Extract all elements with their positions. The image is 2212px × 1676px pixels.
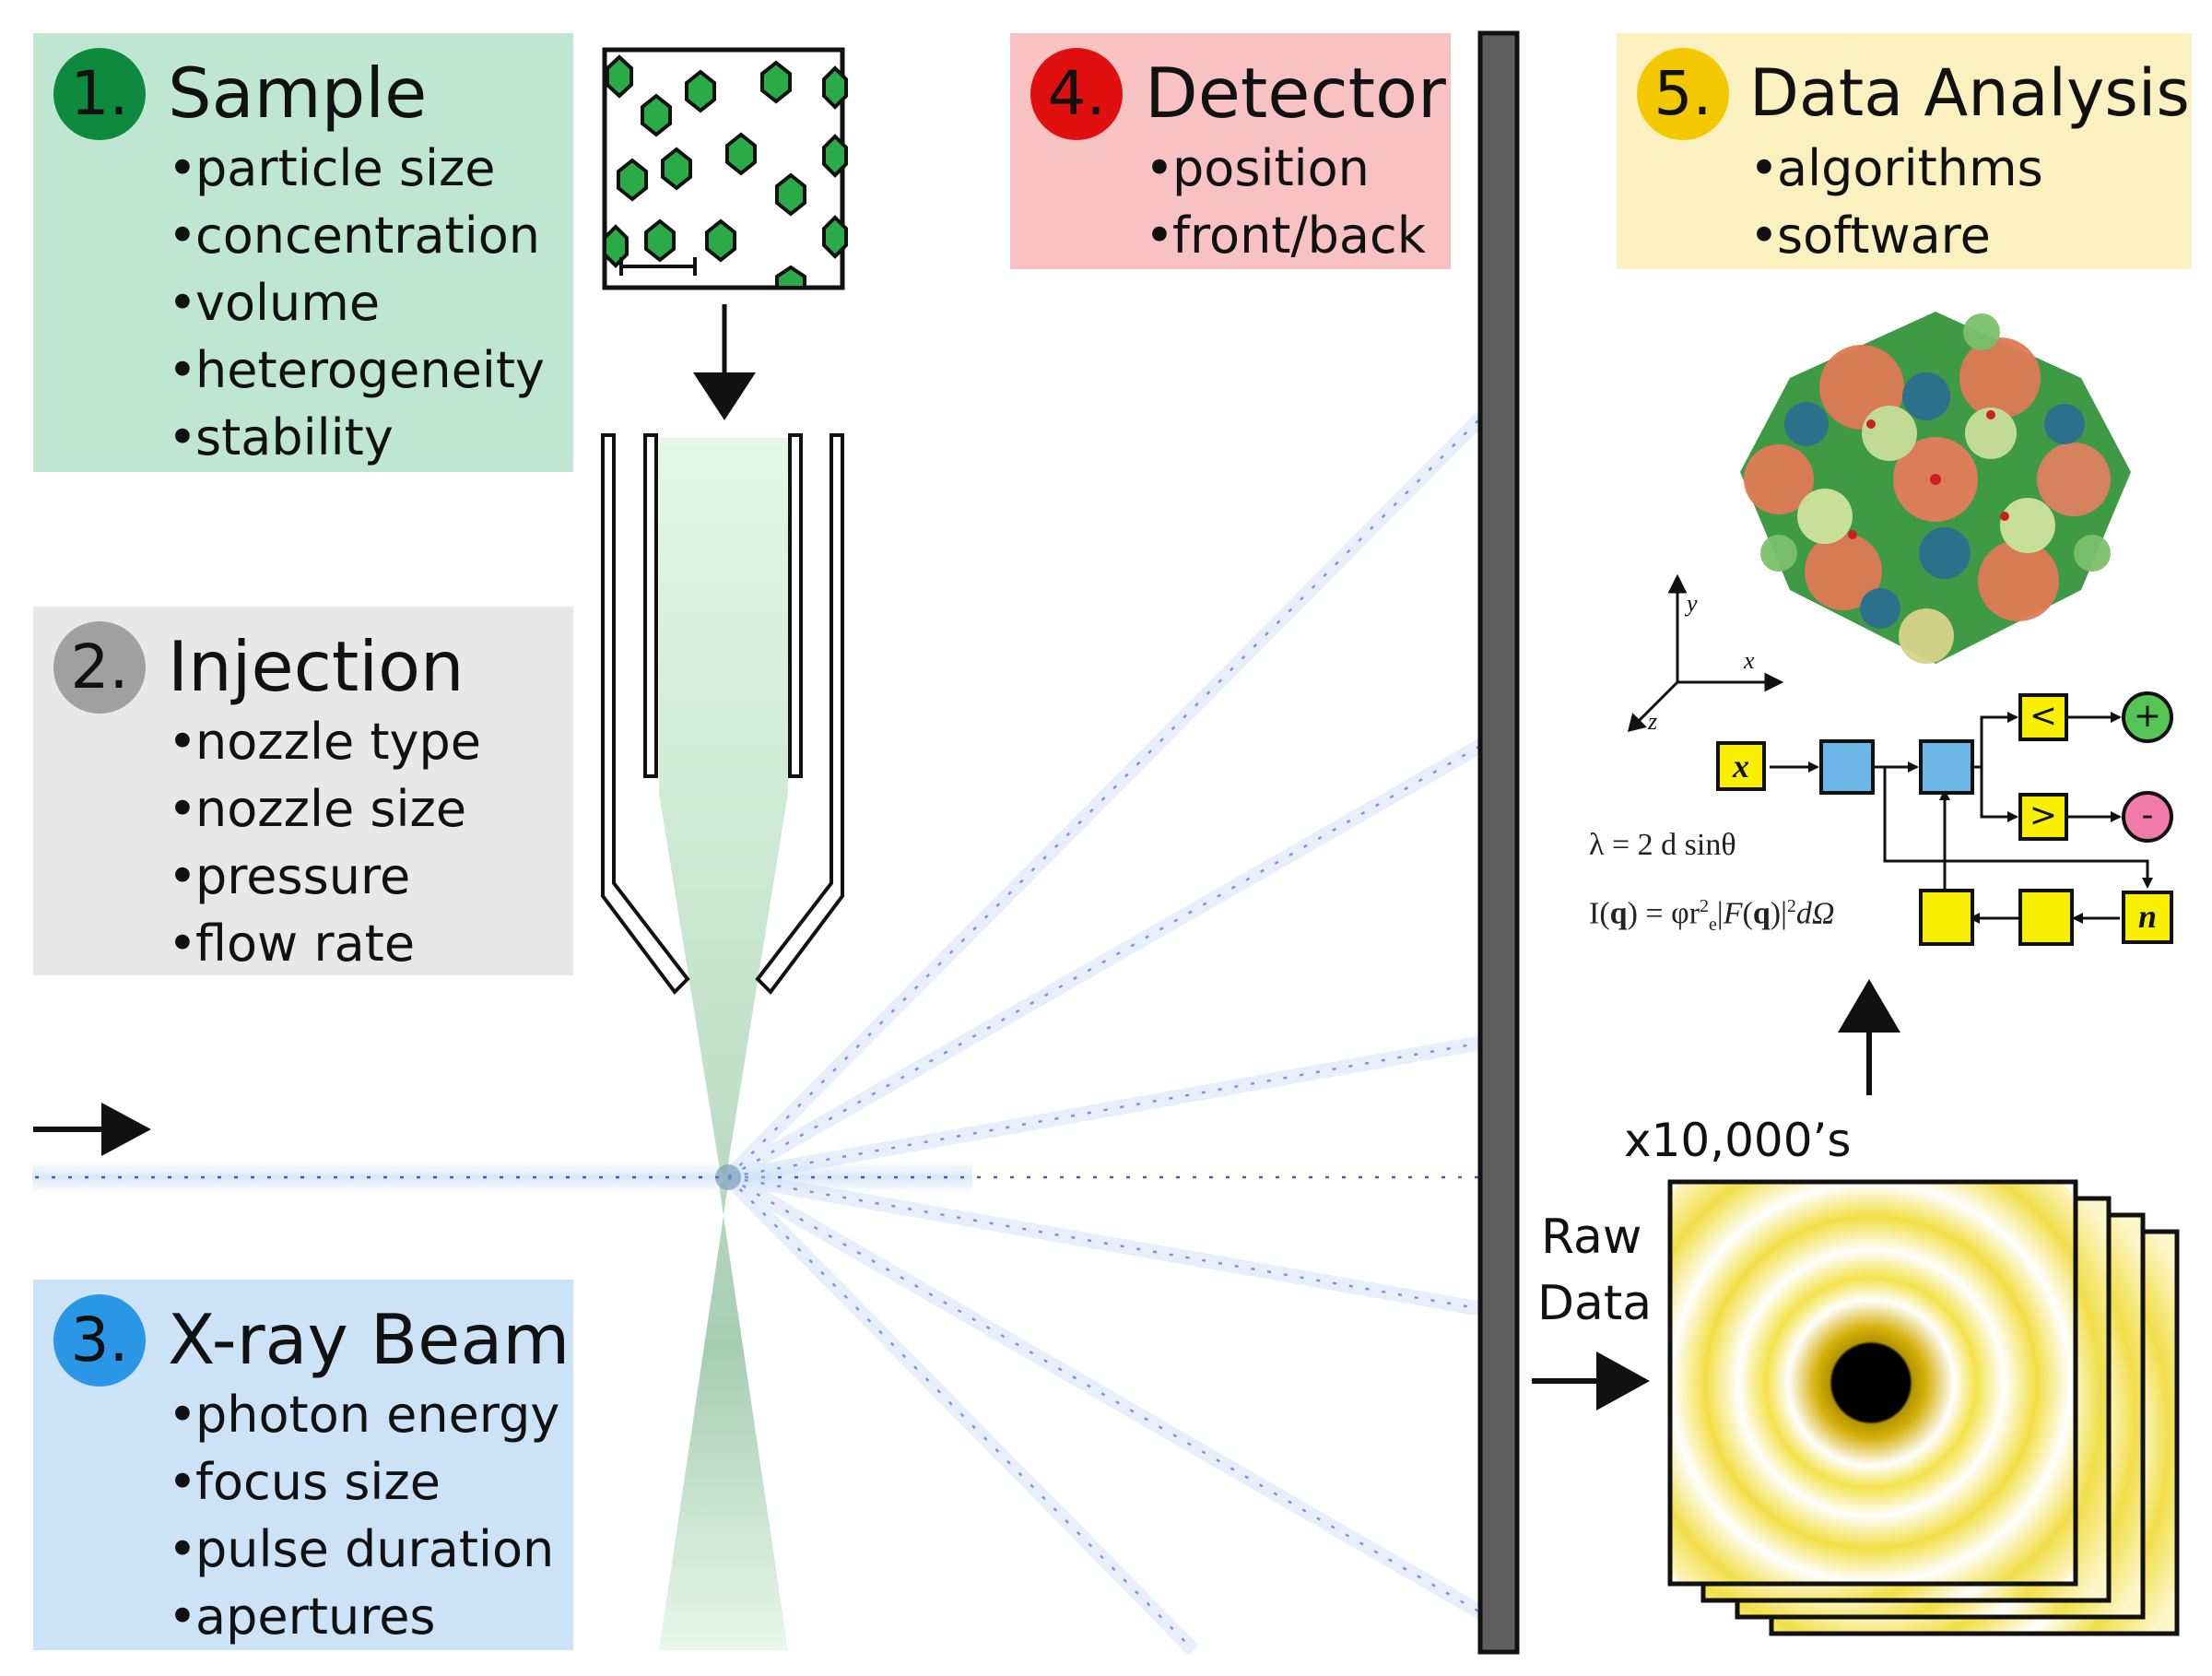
intensity-equation: I(q) = φr2e|F(q)|2dΩ xyxy=(1589,896,1835,936)
beam-title: X-ray Beam xyxy=(168,1299,571,1380)
axis-y-label: y xyxy=(1687,590,1698,617)
intensity-sup: 2 xyxy=(1700,896,1710,916)
flowchart-blue-boxes xyxy=(1819,739,1974,795)
analysis-step-number: 5. xyxy=(1637,48,1729,140)
intensity-mid: ) = φr xyxy=(1627,896,1700,931)
detector-item: position xyxy=(1145,135,1426,202)
intensity-sub: e xyxy=(1709,915,1717,936)
frame-count-label: x10,000’s xyxy=(1624,1114,1852,1167)
beam-item: photon energy xyxy=(168,1381,559,1448)
intensity-sup2: 2 xyxy=(1786,896,1796,916)
analysis-item: software xyxy=(1749,202,2043,269)
intensity-q2: q xyxy=(1752,896,1771,931)
sample-item: volume xyxy=(168,269,545,336)
beam-parameter-list: photon energy focus size pulse duration … xyxy=(168,1381,559,1650)
beam-item: apertures xyxy=(168,1583,559,1650)
raw-data-label-line1: Raw xyxy=(1541,1210,1642,1265)
intensity-F: F xyxy=(1723,896,1743,931)
injection-item: nozzle type xyxy=(168,708,481,775)
liquid-stream xyxy=(659,438,788,1650)
intensity-tail: dΩ xyxy=(1795,896,1835,931)
injection-parameter-list: nozzle type nozzle size pressure flow ra… xyxy=(168,708,481,977)
injection-item: nozzle size xyxy=(168,775,481,843)
intensity-paren-close: )| xyxy=(1770,896,1787,931)
detector-plate xyxy=(1477,30,1520,1655)
sample-item: heterogeneity xyxy=(168,336,545,404)
intensity-bar: | xyxy=(1716,896,1724,931)
analysis-parameter-list: algorithms software xyxy=(1749,135,2043,269)
injection-title: Injection xyxy=(168,626,465,707)
flow-greater-than-box: > xyxy=(2018,793,2068,841)
raw-data-label-line2: Data xyxy=(1537,1276,1653,1331)
scatter-rays xyxy=(35,416,1483,1651)
scatter-ray-glow xyxy=(723,411,1488,1656)
intensity-q: q xyxy=(1609,896,1628,931)
flow-less-than-box: < xyxy=(2018,693,2068,741)
bragg-equation: λ = 2 d sinθ xyxy=(1589,828,1736,862)
beam-item: pulse duration xyxy=(168,1516,559,1583)
sample-parameter-list: particle size concentration volume heter… xyxy=(168,135,545,471)
raw-data-arrow xyxy=(1532,1351,1650,1410)
diffraction-frames xyxy=(1667,1179,2180,1636)
sample-down-arrow xyxy=(693,304,756,420)
analysis-title: Data Analysis xyxy=(1749,55,2190,131)
detector-parameter-list: position front/back xyxy=(1145,135,1426,269)
sample-item: concentration xyxy=(168,202,545,269)
scale-bar xyxy=(619,257,697,276)
detector-item: front/back xyxy=(1145,202,1426,269)
flowchart-yellow-boxes xyxy=(1919,889,2074,946)
analysis-item: algorithms xyxy=(1749,135,2043,202)
intensity-prefix: I( xyxy=(1589,896,1610,931)
interaction-point xyxy=(715,1164,741,1190)
sample-item: particle size xyxy=(168,135,545,202)
flow-counter-box: n xyxy=(2122,891,2173,944)
intensity-paren-open: ( xyxy=(1742,896,1753,931)
analysis-up-arrow xyxy=(1838,979,1900,1095)
detector-step-number: 4. xyxy=(1030,48,1123,140)
detector-title: Detector xyxy=(1145,53,1446,134)
beam-arrow xyxy=(33,1103,151,1156)
injection-item: pressure xyxy=(168,843,481,910)
injection-step-number: 2. xyxy=(53,621,146,714)
virus-capsid xyxy=(1740,312,2131,664)
coordinate-axes xyxy=(1627,573,1784,733)
sample-item: stability xyxy=(168,404,545,471)
sample-particles xyxy=(603,54,848,289)
axis-z-label: z xyxy=(1648,708,1658,735)
sample-title: Sample xyxy=(168,53,428,134)
beam-item: focus size xyxy=(168,1448,559,1516)
axis-x-label: x xyxy=(1744,647,1755,674)
flow-input-box: x xyxy=(1716,741,1766,791)
beam-step-number: 3. xyxy=(53,1294,146,1387)
nozzle xyxy=(601,433,844,996)
sample-step-number: 1. xyxy=(53,48,146,140)
injection-item: flow rate xyxy=(168,910,481,977)
flow-minus-circle: - xyxy=(2122,791,2173,843)
flow-plus-circle: + xyxy=(2122,691,2173,743)
